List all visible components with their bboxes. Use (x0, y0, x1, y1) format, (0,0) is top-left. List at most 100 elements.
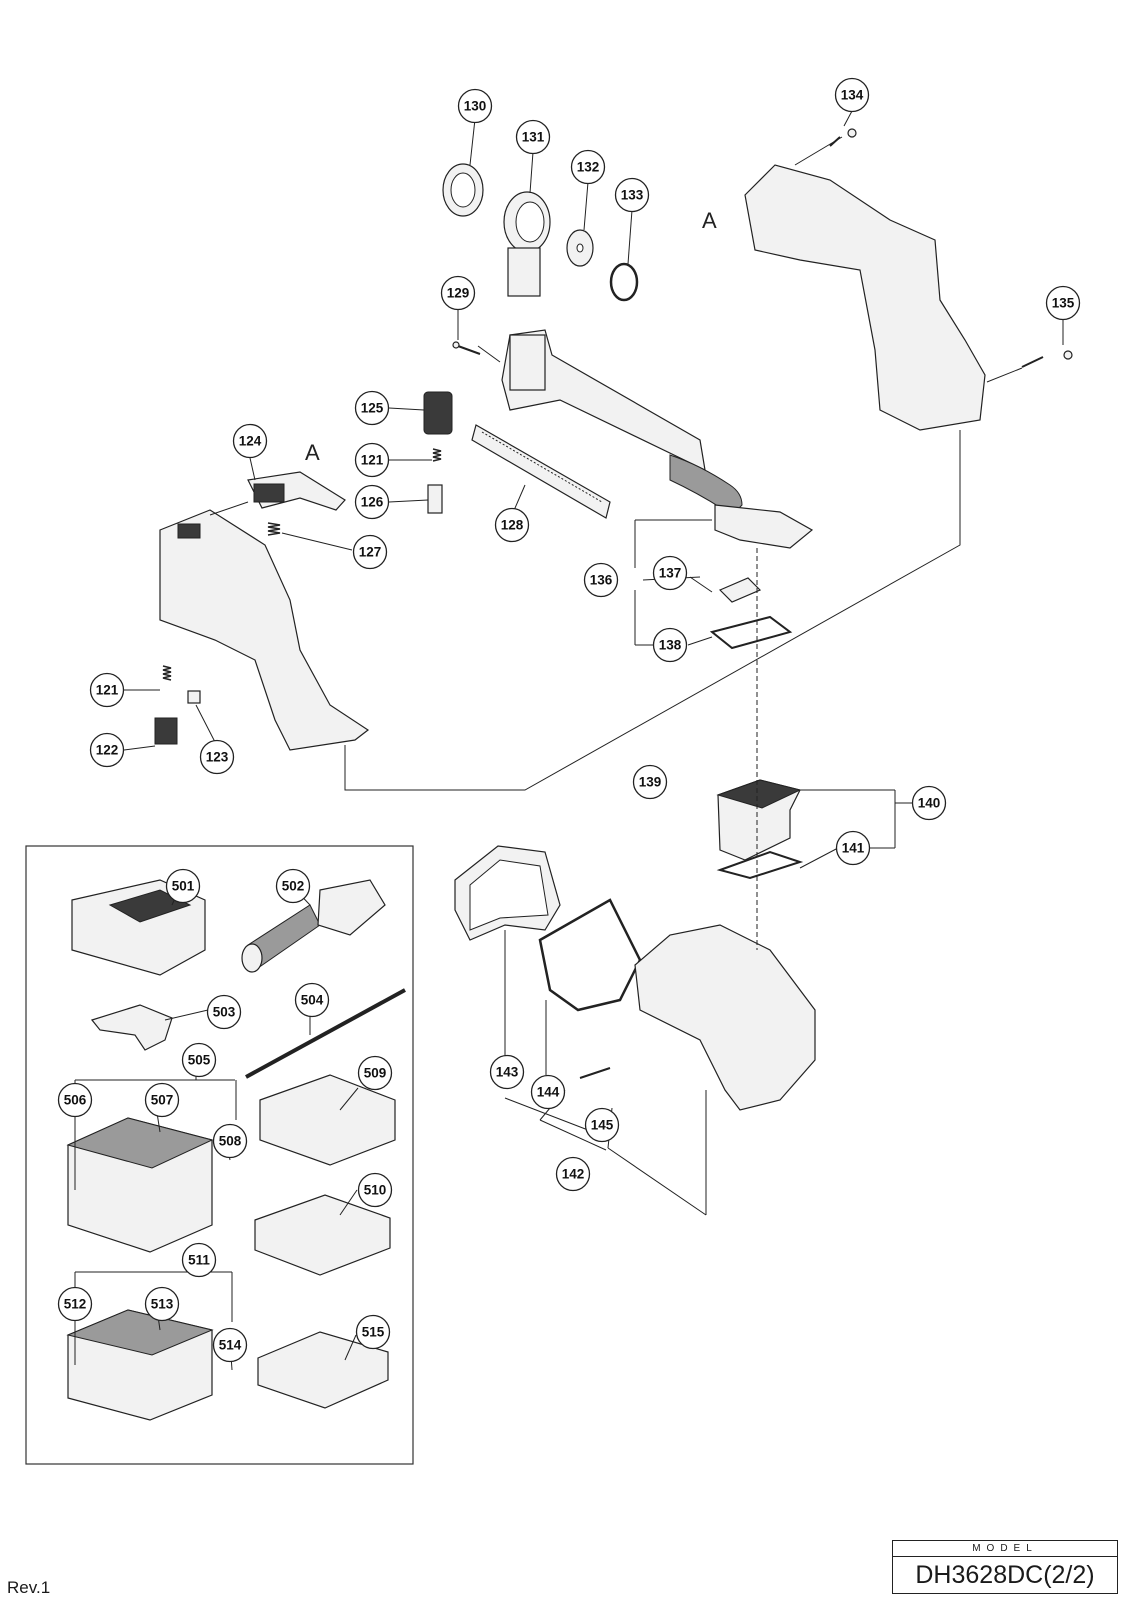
part-133-snap-ring (609, 262, 639, 302)
callout-144: 144 (530, 1074, 566, 1110)
svg-text:135: 135 (1052, 296, 1075, 311)
part-124-lever (247, 471, 346, 511)
callout-513: 513 (144, 1286, 180, 1322)
accessory-501-charger (71, 879, 206, 976)
svg-text:512: 512 (64, 1297, 87, 1312)
callout-143: 143 (489, 1054, 525, 1090)
callout-512: 512 (57, 1286, 93, 1322)
part-127-spring (267, 522, 281, 536)
callout-503: 503 (206, 994, 242, 1030)
svg-text:508: 508 (219, 1134, 242, 1149)
callout-509: 509 (357, 1055, 393, 1091)
callout-504: 504 (294, 982, 330, 1018)
model-title-block: MODEL DH3628DC(2/2) (892, 1540, 1118, 1594)
svg-text:145: 145 (591, 1118, 614, 1133)
callout-121-lower: 121 (89, 672, 125, 708)
reference-letter-a-rear: A (702, 208, 717, 233)
callout-127: 127 (352, 534, 388, 570)
part-140-filter (716, 779, 802, 861)
part-131-dust-cap (503, 191, 551, 297)
callout-138: 138 (652, 627, 688, 663)
accessory-505-case (66, 1117, 214, 1253)
svg-text:128: 128 (501, 518, 524, 533)
callout-505: 505 (181, 1042, 217, 1078)
svg-text:514: 514 (219, 1338, 242, 1353)
part-126-latch (427, 484, 443, 514)
svg-text:511: 511 (188, 1253, 210, 1268)
svg-text:136: 136 (590, 573, 613, 588)
callout-508: 508 (212, 1123, 248, 1159)
svg-text:133: 133 (621, 188, 644, 203)
part-122-button (154, 717, 178, 745)
callout-510: 510 (357, 1172, 393, 1208)
revision-label: Rev.1 (7, 1578, 51, 1597)
part-121-spring-lower (162, 665, 172, 681)
svg-text:134: 134 (841, 88, 864, 103)
svg-text:121: 121 (361, 453, 384, 468)
accessory-502-side-handle (241, 879, 386, 973)
part-143-frame (454, 845, 561, 941)
accessory-511-case (66, 1309, 214, 1421)
callout-125: 125 (354, 390, 390, 426)
part-rear-housing-right (744, 164, 986, 431)
part-125-button (423, 391, 453, 435)
leader-lines (123, 110, 1064, 1216)
part-132-washer (566, 229, 594, 267)
svg-text:131: 131 (522, 130, 545, 145)
accessory-503-hook (90, 1004, 173, 1051)
svg-text:139: 139 (639, 775, 662, 790)
part-128-rail (471, 424, 611, 519)
part-123-small-part (187, 690, 201, 704)
callout-123: 123 (199, 739, 235, 775)
callout-134: 134 (834, 77, 870, 113)
svg-text:132: 132 (577, 160, 600, 175)
svg-text:507: 507 (151, 1093, 174, 1108)
accessory-509-insert-tray (259, 1074, 396, 1166)
accessory-510-insert-tray (254, 1194, 391, 1276)
part-suction-pipe-housing (501, 329, 814, 549)
svg-text:124: 124 (239, 434, 262, 449)
callout-124: 124 (232, 423, 268, 459)
callout-131: 131 (515, 119, 551, 155)
svg-text:506: 506 (64, 1093, 87, 1108)
accessory-515-insert-tray (257, 1331, 389, 1409)
callout-133: 133 (614, 177, 650, 213)
svg-text:127: 127 (359, 545, 382, 560)
part-144-gasket (538, 898, 642, 1012)
svg-text:501: 501 (172, 879, 195, 894)
callout-511: 511 (181, 1242, 217, 1278)
part-138-gasket (709, 615, 793, 650)
callout-130: 130 (457, 88, 493, 124)
accessories-panel (25, 845, 414, 1465)
callout-515: 515 (355, 1314, 391, 1350)
svg-text:140: 140 (918, 796, 941, 811)
svg-text:126: 126 (361, 495, 384, 510)
callout-136: 136 (583, 562, 619, 598)
callout-506: 506 (57, 1082, 93, 1118)
part-145-pin (579, 1067, 611, 1079)
svg-text:125: 125 (361, 401, 384, 416)
callout-507: 507 (144, 1082, 180, 1118)
part-137-gasket (718, 577, 762, 603)
svg-text:129: 129 (447, 286, 470, 301)
callout-142: 142 (555, 1156, 591, 1192)
callout-502: 502 (275, 868, 311, 904)
callout-121-upper: 121 (354, 442, 390, 478)
svg-text:137: 137 (659, 566, 682, 581)
part-121-spring-upper (432, 448, 442, 462)
callout-128: 128 (494, 507, 530, 543)
part-134-screw (829, 128, 857, 147)
callout-137: 137 (652, 555, 688, 591)
svg-text:504: 504 (301, 993, 324, 1008)
callout-126: 126 (354, 484, 390, 520)
svg-text:502: 502 (282, 879, 305, 894)
svg-text:143: 143 (496, 1065, 519, 1080)
svg-text:123: 123 (206, 750, 229, 765)
svg-text:515: 515 (362, 1325, 385, 1340)
callout-514: 514 (212, 1327, 248, 1363)
callout-129: 129 (440, 275, 476, 311)
svg-text:138: 138 (659, 638, 682, 653)
part-front-housing-left (159, 509, 370, 751)
svg-text:142: 142 (562, 1167, 585, 1182)
part-dust-case (634, 924, 816, 1111)
